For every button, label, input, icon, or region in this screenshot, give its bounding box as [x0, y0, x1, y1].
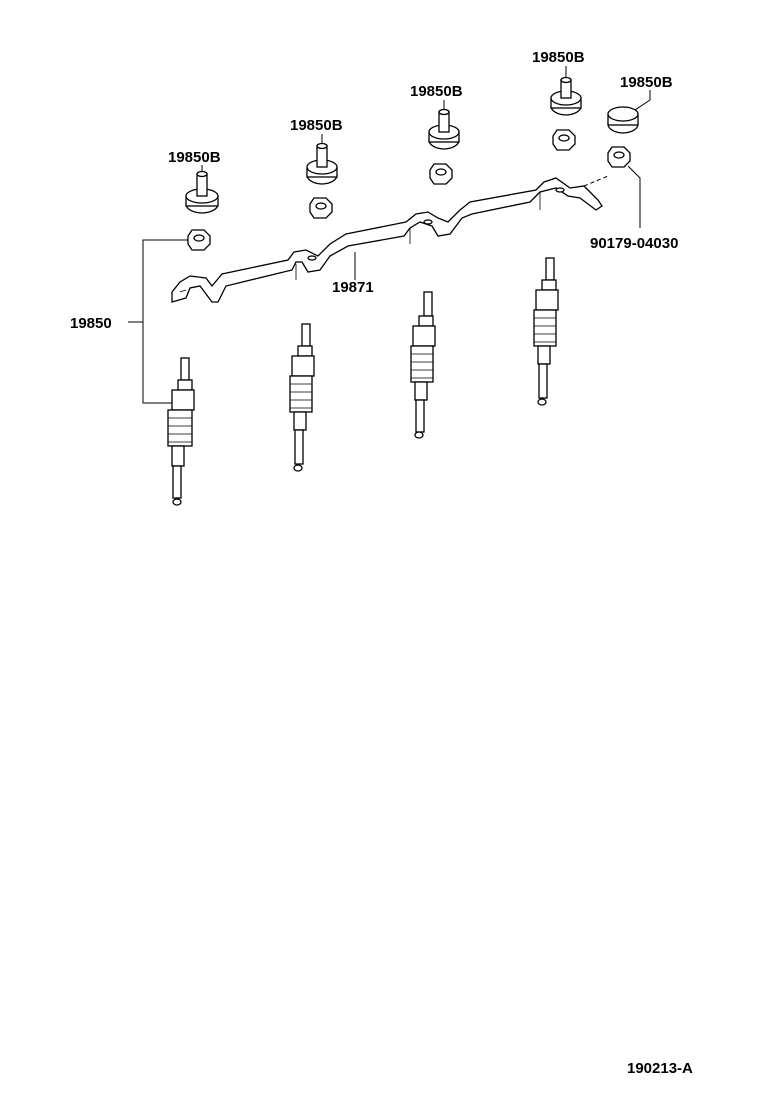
- terminal-nut-3: [428, 108, 460, 150]
- hex-nut-1: [187, 229, 211, 251]
- glow-plug-connector: [171, 175, 609, 303]
- hex-nut-5: [607, 146, 631, 168]
- figure-id: 190213-A: [627, 1060, 693, 1077]
- glow-plug-2: [289, 323, 315, 472]
- label-90179-04030: 90179-04030: [590, 235, 678, 252]
- hex-nut-4: [552, 129, 576, 151]
- label-19871: 19871: [332, 279, 374, 296]
- label-19850: 19850: [70, 315, 112, 332]
- label-19850b-1: 19850B: [168, 149, 221, 166]
- label-19850b-2: 19850B: [290, 117, 343, 134]
- glow-plug-4: [533, 257, 559, 406]
- label-19850b-3: 19850B: [410, 83, 463, 100]
- terminal-nut-1: [185, 170, 219, 214]
- label-19850b-4: 19850B: [532, 49, 585, 66]
- hex-nut-3: [429, 163, 453, 185]
- terminal-nut-5: [607, 106, 639, 134]
- hex-nut-2: [309, 197, 333, 219]
- label-19850b-5: 19850B: [620, 74, 673, 91]
- glow-plug-3: [410, 291, 436, 439]
- leader-lines: [128, 66, 651, 404]
- terminal-nut-2: [306, 142, 338, 185]
- terminal-nut-4: [550, 76, 582, 116]
- glow-plug-1: [167, 357, 195, 506]
